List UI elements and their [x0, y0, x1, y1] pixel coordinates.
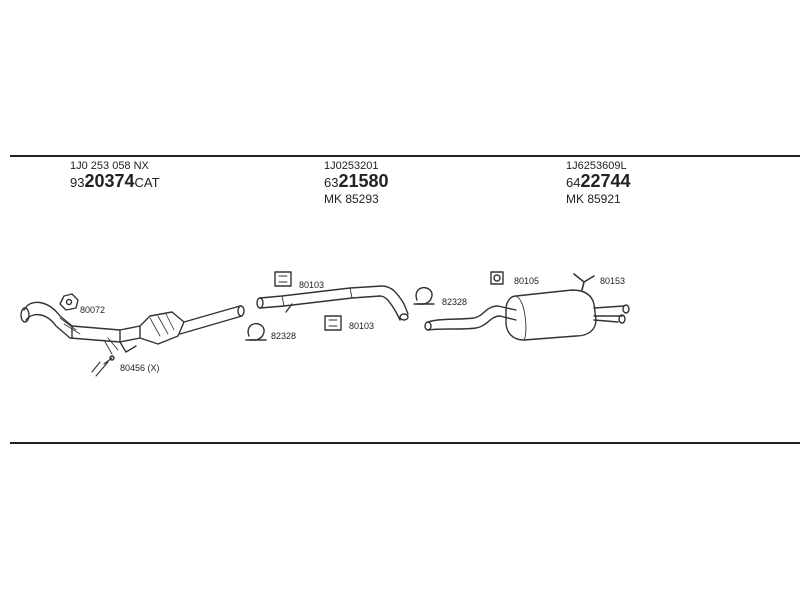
top-divider	[10, 155, 800, 157]
label-bolt-kit: 80456 (X)	[120, 363, 160, 373]
label-rubber-mount: 80105	[514, 276, 540, 286]
bottom-divider	[10, 442, 800, 444]
middle-part-number: 6321580	[324, 172, 389, 192]
label-hanger-top: 80103	[299, 280, 325, 290]
hanger-icon	[274, 271, 292, 287]
front-part-number: 9320374CAT	[70, 172, 160, 192]
front-part-suffix: CAT	[134, 175, 160, 190]
front-oe-number: 1J0 253 058 NX	[70, 160, 149, 172]
label-gasket: 80072	[80, 305, 106, 315]
clamp-icon	[413, 286, 435, 305]
label-clamp-left: 82328	[271, 331, 297, 341]
rear-part-header: 1J6253609L 6422744 MK 85921	[566, 160, 631, 206]
middle-part-main: 21580	[338, 171, 389, 191]
front-part-header: 1J0 253 058 NX 9320374CAT	[70, 160, 160, 192]
rear-part-prefix: 64	[566, 175, 581, 190]
front-part-main: 20374	[84, 171, 135, 191]
clamp-icon	[245, 322, 267, 341]
middle-pipe	[256, 285, 409, 321]
label-bracket: 80153	[600, 276, 626, 286]
middle-oe-number: 1J0253201	[324, 160, 379, 172]
rubber-mount-icon	[490, 271, 504, 285]
rear-part-main: 22744	[580, 171, 631, 191]
bracket-icon	[573, 273, 595, 291]
gasket-icon	[59, 293, 79, 311]
label-clamp-right: 82328	[442, 297, 468, 307]
middle-part-prefix: 63	[324, 175, 339, 190]
label-hanger-bottom: 80103	[349, 321, 375, 331]
front-pipe-catalyst	[20, 301, 245, 355]
middle-mk-number: MK 85293	[324, 192, 379, 206]
middle-part-header: 1J0253201 6321580 MK 85293	[324, 160, 389, 206]
rear-mk-number: MK 85921	[566, 192, 621, 206]
rear-silencer	[424, 289, 630, 341]
bolt-kit-icon	[91, 355, 115, 377]
rear-part-number: 6422744	[566, 172, 631, 192]
rear-oe-number: 1J6253609L	[566, 160, 627, 172]
hanger-icon	[324, 315, 342, 331]
front-part-prefix: 93	[70, 175, 85, 190]
